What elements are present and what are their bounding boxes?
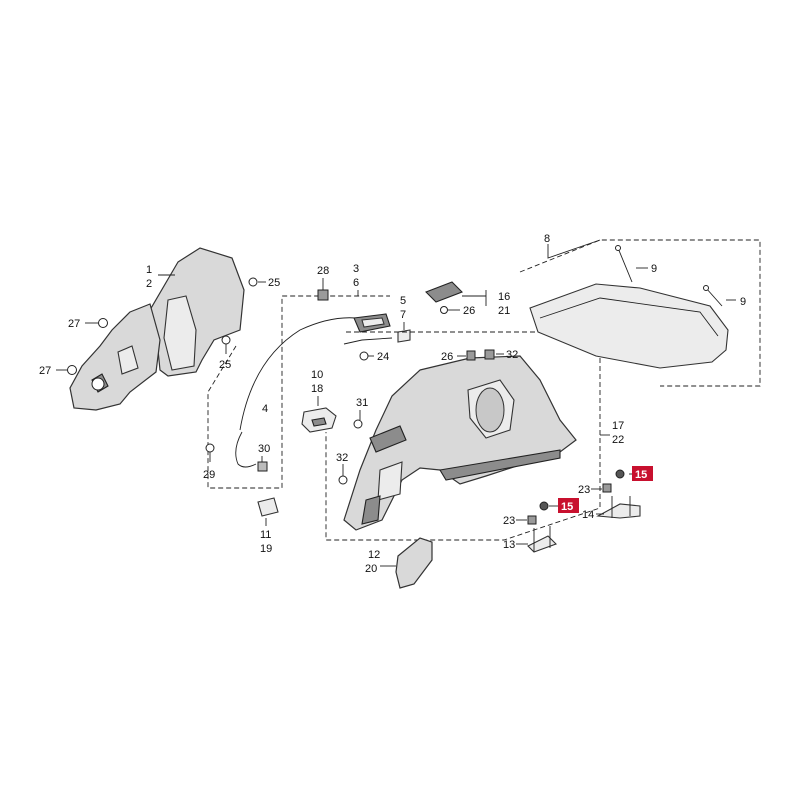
clip-26-top (440, 306, 448, 314)
clip-30 (257, 456, 268, 472)
clip-24 (359, 351, 374, 361)
highlight-badge-15-left (558, 498, 579, 513)
callout-17: 17 (612, 420, 624, 432)
clip-27-upper (85, 318, 108, 328)
callout-23-left: 23 (503, 515, 515, 527)
group-bracket-8 (519, 239, 761, 387)
callout-2: 2 (146, 278, 152, 290)
cover-16-21 (425, 281, 463, 303)
clip-31 (353, 419, 363, 429)
trunk-side-lining (343, 355, 577, 531)
callout-15-right: 15 (635, 469, 647, 481)
clip-27-lower (56, 365, 77, 375)
clip-32-lower (338, 475, 348, 485)
release-cable (239, 317, 357, 431)
bolt-23-left (527, 515, 537, 525)
clip-28 (317, 289, 329, 301)
callout-18: 18 (311, 383, 323, 395)
bracket-13 (527, 526, 557, 553)
lead-16-21 (462, 290, 487, 306)
callout-6: 6 (353, 277, 359, 289)
bolt-23-right (602, 483, 612, 493)
lid-11-19 (257, 497, 279, 517)
callout-25-lower: 25 (219, 359, 231, 371)
clip-25-upper (248, 277, 266, 287)
callout-7: 7 (400, 309, 406, 321)
callout-9-left: 9 (651, 263, 657, 275)
release-lead (343, 337, 393, 345)
callout-29: 29 (203, 469, 215, 481)
callout-11: 11 (260, 529, 271, 541)
callout-3: 3 (353, 263, 359, 275)
clip-15-right (615, 469, 625, 479)
cargo-cover-board (529, 283, 729, 369)
release-handle-3-6 (353, 313, 391, 333)
callout-30: 30 (258, 443, 270, 455)
callout-32-lower: 32 (336, 452, 348, 464)
clip-25-lower (221, 335, 231, 354)
callout-26-center: 26 (441, 351, 453, 363)
cap-5-7 (397, 329, 411, 343)
callout-21: 21 (498, 305, 510, 317)
cable-end (235, 431, 257, 468)
group-bracket-4 (207, 295, 390, 489)
callout-25-upper: 25 (268, 277, 280, 289)
cover-10-18 (301, 407, 337, 433)
callout-8: 8 (544, 233, 550, 245)
string-9-left (617, 247, 633, 283)
callout-24: 24 (377, 351, 389, 363)
callout-20: 20 (365, 563, 377, 575)
string-9-left-end (615, 245, 621, 251)
clip-29 (205, 443, 215, 462)
callout-32-upper: 32 (506, 349, 518, 361)
callout-19: 19 (260, 543, 272, 555)
callout-12: 12 (368, 549, 380, 561)
callout-10: 10 (311, 369, 323, 381)
clip-15-left (539, 501, 549, 511)
lead-8 (547, 239, 601, 259)
callout-15-left: 15 (561, 501, 573, 513)
callout-1: 1 (146, 264, 152, 276)
callout-22: 22 (612, 434, 624, 446)
callout-9-right: 9 (740, 296, 746, 308)
highlight-badge-15-right (632, 466, 653, 481)
clip-32-upper (484, 349, 495, 360)
clip-26-center (466, 350, 476, 361)
handle-12-20 (395, 537, 433, 589)
side-lining-panel (69, 247, 245, 411)
callout-4: 4 (262, 403, 268, 415)
callout-13: 13 (503, 539, 515, 551)
string-9-right (705, 287, 723, 307)
callout-31: 31 (356, 397, 368, 409)
callout-27-lower: 27 (39, 365, 51, 377)
callout-28: 28 (317, 265, 329, 277)
string-9-right-end (703, 285, 709, 291)
callout-23-right: 23 (578, 484, 590, 496)
callout-16: 16 (498, 291, 510, 303)
bracket-14 (596, 496, 641, 519)
callout-27-upper: 27 (68, 318, 80, 330)
callout-14: 14 (582, 509, 594, 521)
callout-26-top: 26 (463, 305, 475, 317)
callout-5: 5 (400, 295, 406, 307)
